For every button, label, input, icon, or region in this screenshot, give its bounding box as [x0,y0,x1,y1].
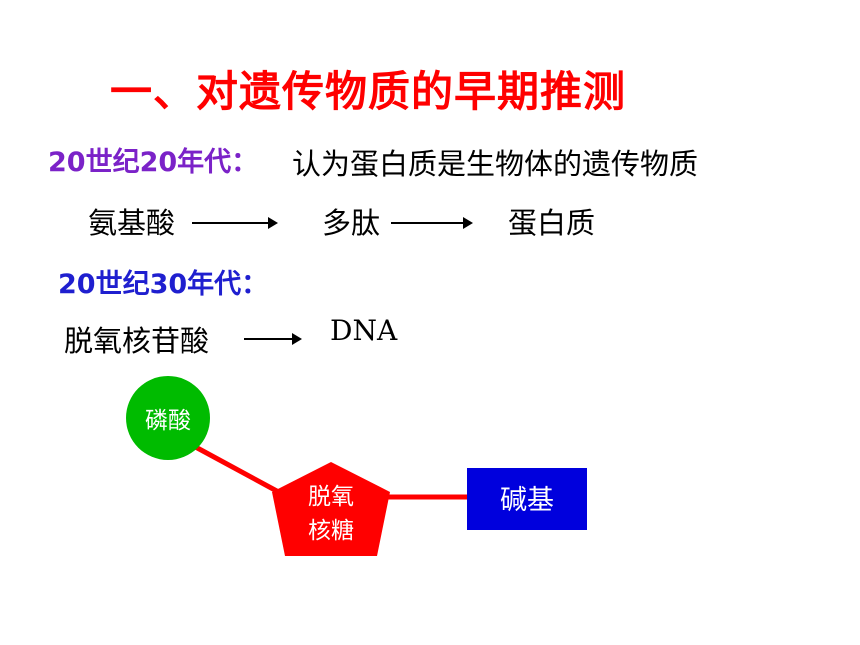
era-1920s-label: 20世纪20年代： [48,147,259,178]
phosphate-sugar-bond [188,441,288,499]
deoxynucleotide-text: 脱氧核苷酸 [64,324,210,358]
protein-text: 蛋白质 [508,206,596,240]
phosphate-circle [126,376,210,460]
era-1930s-label: 20世纪30年代： [58,269,269,300]
arrow-icon [391,217,473,229]
deoxyribose-pentagon [272,462,390,556]
dna-text: DNA [330,314,398,347]
deoxyribose-label-line2: 核糖 [308,517,354,543]
arrow-icon [244,333,302,345]
arrow-icon [192,217,278,229]
polypeptide-text: 多肽 [322,206,381,240]
base-label: 碱基 [500,485,554,515]
deoxyribose-label-line1: 脱氧 [308,483,354,509]
phosphate-label: 磷酸 [145,407,191,433]
era-1920s-description: 认为蛋白质是生物体的遗传物质 [292,147,699,181]
slide-title: 一、对遗传物质的早期推测 [110,67,627,116]
base-box [467,468,587,530]
amino-acid-text: 氨基酸 [88,206,176,240]
